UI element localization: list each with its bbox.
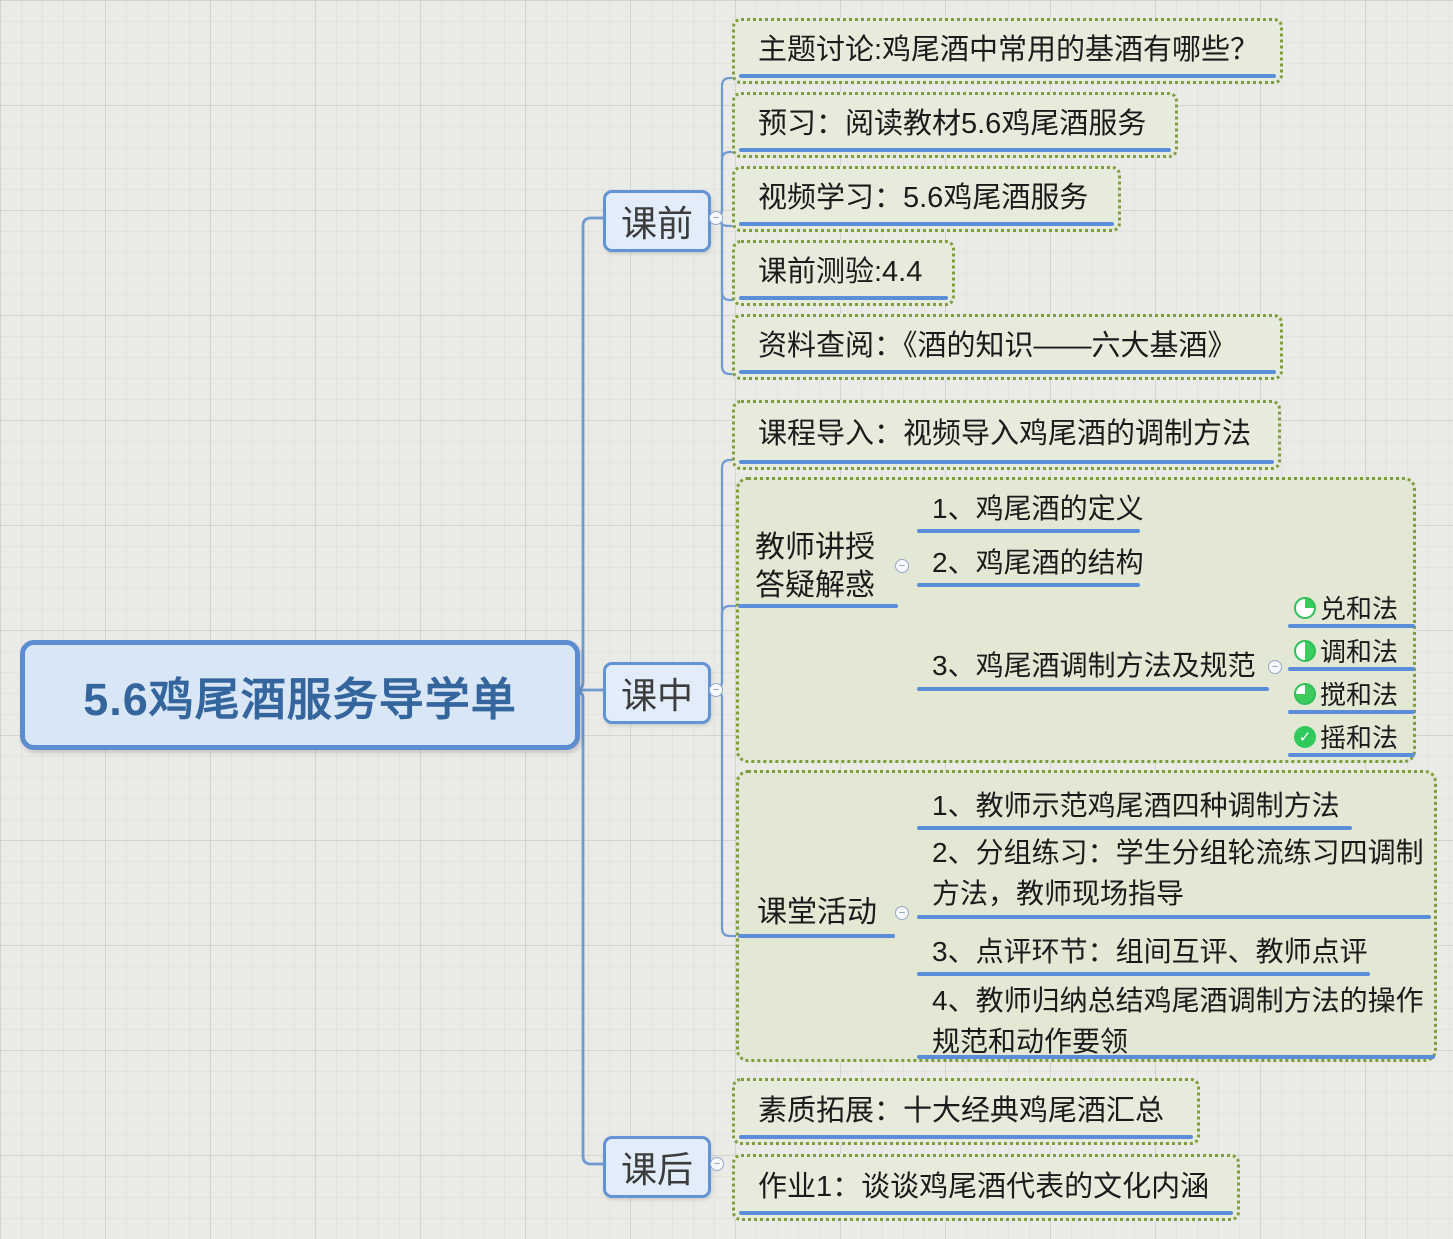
topic-teacher-lecture[interactable]: 教师讲授 答疑解惑: [755, 531, 875, 602]
branch-in-class[interactable]: 课中: [603, 662, 711, 724]
progress-half-icon: [1294, 640, 1316, 662]
topic-label: 素质拓展：十大经典鸡尾酒汇总: [758, 1094, 1165, 1127]
topic-underline: [917, 915, 1431, 919]
topic-method-building[interactable]: 兑和法: [1320, 594, 1399, 624]
topic-underline: [917, 826, 1352, 830]
topic-preview-reading[interactable]: 预习：阅读教材5.6鸡尾酒服务: [732, 92, 1178, 158]
progress-three-quarter-icon: [1294, 683, 1316, 705]
boundary-teach-group[interactable]: [736, 477, 1416, 763]
topic-underline: [739, 460, 1274, 464]
topic-method-blending[interactable]: 调和法: [1320, 637, 1399, 667]
topic-underline: [739, 296, 948, 300]
topic-label: 主题讨论:鸡尾酒中常用的基酒有哪些？: [758, 34, 1260, 66]
topic-class-activity[interactable]: 课堂活动: [757, 896, 877, 929]
topic-underline: [917, 1055, 1435, 1059]
topic-label: 课程导入：视频导入鸡尾酒的调制方法: [758, 418, 1252, 450]
collapse-button-activity[interactable]: −: [895, 906, 909, 920]
collapse-button-teach[interactable]: −: [895, 559, 909, 573]
topic-underline: [739, 222, 1114, 226]
progress-done-icon: ✓: [1294, 726, 1316, 748]
topic-underline: [917, 687, 1269, 691]
topic-cocktail-structure[interactable]: 2、鸡尾酒的结构: [932, 547, 1144, 578]
topic-underline: [738, 934, 895, 938]
branch-after-class[interactable]: 课后: [603, 1136, 711, 1198]
topic-underline: [917, 583, 1140, 587]
branch-pre-class[interactable]: 课前: [603, 190, 711, 252]
collapse-button-mid[interactable]: −: [709, 683, 723, 697]
topic-underline: [739, 370, 1276, 374]
collapse-button-methods[interactable]: −: [1268, 660, 1282, 674]
topic-underline: [917, 529, 1140, 533]
topic-peer-review[interactable]: 3、点评环节：组间互评、教师点评: [932, 936, 1368, 967]
topic-method-stirring[interactable]: 搅和法: [1320, 680, 1399, 710]
central-topic[interactable]: 5.6鸡尾酒服务导学单: [20, 640, 580, 750]
topic-underline: [917, 972, 1370, 976]
topic-course-intro[interactable]: 课程导入：视频导入鸡尾酒的调制方法: [732, 400, 1281, 470]
collapse-button-post[interactable]: −: [710, 1157, 724, 1171]
topic-video-learning[interactable]: 视频学习：5.6鸡尾酒服务: [732, 166, 1121, 232]
topic-label: 预习：阅读教材5.6鸡尾酒服务: [758, 108, 1147, 140]
topic-underline: [739, 1135, 1193, 1139]
topic-underline: [738, 604, 898, 608]
topic-theme-discussion[interactable]: 主题讨论:鸡尾酒中常用的基酒有哪些？: [732, 18, 1283, 84]
topic-homework-1[interactable]: 作业1：谈谈鸡尾酒代表的文化内涵: [732, 1154, 1240, 1221]
topic-underline: [739, 148, 1171, 152]
topic-mixing-methods[interactable]: 3、鸡尾酒调制方法及规范: [932, 650, 1256, 681]
topic-underline: [739, 1211, 1233, 1215]
collapse-button-pre[interactable]: −: [709, 211, 723, 225]
topic-quality-extension[interactable]: 素质拓展：十大经典鸡尾酒汇总: [732, 1078, 1200, 1145]
topic-group-practice[interactable]: 2、分组练习：学生分组轮流练习四调制 方法，教师现场指导: [932, 837, 1424, 909]
topic-teacher-summary[interactable]: 4、教师归纳总结鸡尾酒调制方法的操作 规范和动作要领: [932, 985, 1424, 1057]
topic-cocktail-definition[interactable]: 1、鸡尾酒的定义: [932, 493, 1144, 524]
topic-label: 视频学习：5.6鸡尾酒服务: [758, 182, 1089, 214]
topic-label: 作业1：谈谈鸡尾酒代表的文化内涵: [758, 1170, 1210, 1203]
topic-label: 资料查阅：《酒的知识——六大基酒》: [758, 330, 1237, 362]
topic-underline: [1288, 667, 1415, 671]
topic-underline: [1288, 710, 1415, 714]
topic-underline: [1288, 753, 1415, 757]
topic-teacher-demo[interactable]: 1、教师示范鸡尾酒四种调制方法: [932, 790, 1340, 821]
topic-method-shaking[interactable]: 摇和法: [1320, 723, 1399, 753]
topic-reference-reading[interactable]: 资料查阅：《酒的知识——六大基酒》: [732, 314, 1283, 380]
topic-label: 课前测验:4.4: [758, 256, 923, 288]
progress-quarter-icon: [1294, 597, 1316, 619]
topic-pre-quiz[interactable]: 课前测验:4.4: [732, 240, 955, 306]
topic-underline: [739, 74, 1276, 78]
topic-underline: [1288, 624, 1415, 628]
